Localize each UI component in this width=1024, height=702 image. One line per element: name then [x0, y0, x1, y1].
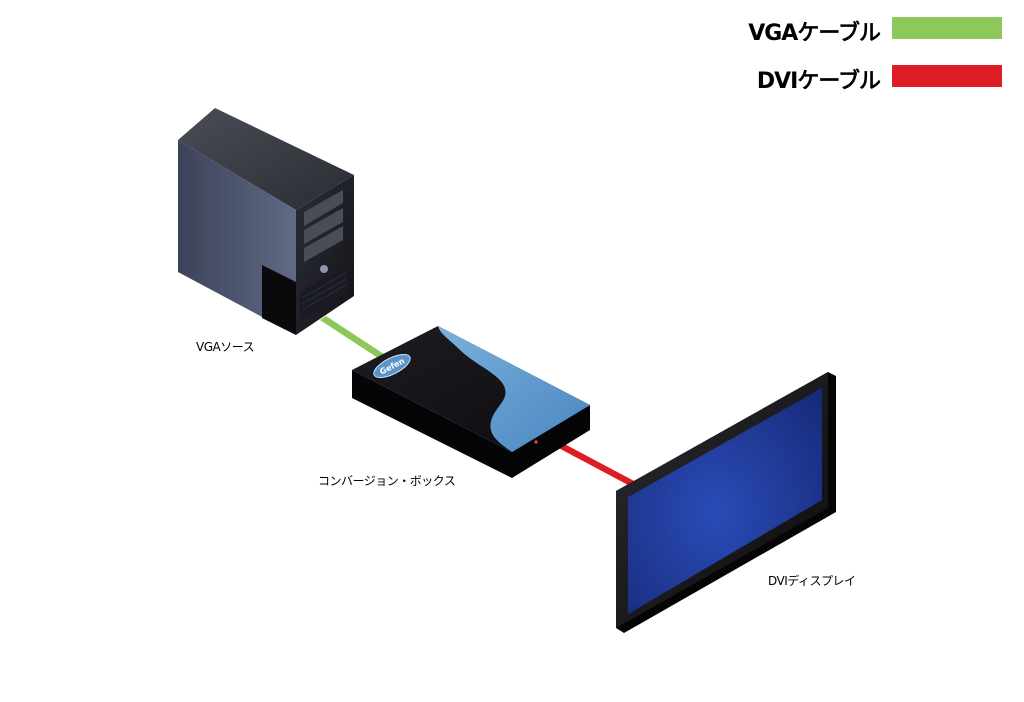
- dvi-display-icon: [616, 372, 836, 633]
- dvi-cable: [551, 440, 636, 486]
- vga-cable-line: [320, 316, 384, 358]
- gefen-logo: Gefen: [373, 353, 411, 379]
- legend-vga-label: VGAケーブル: [748, 21, 881, 46]
- legend-dvi-label: DVIケーブル: [756, 69, 881, 94]
- conversion-box-label: コンバージョン・ボックス: [318, 474, 456, 488]
- conversion-box-icon: Gefen: [352, 326, 590, 478]
- dvi-display-label: DVIディスプレイ: [768, 574, 856, 588]
- dvi-cable-line: [551, 440, 636, 486]
- vga-source-label: VGAソース: [196, 340, 255, 354]
- legend-vga-swatch: [892, 17, 1002, 39]
- legend-dvi-swatch: [892, 65, 1002, 87]
- pc-tower-icon: [178, 108, 354, 335]
- vga-cable: [320, 316, 384, 358]
